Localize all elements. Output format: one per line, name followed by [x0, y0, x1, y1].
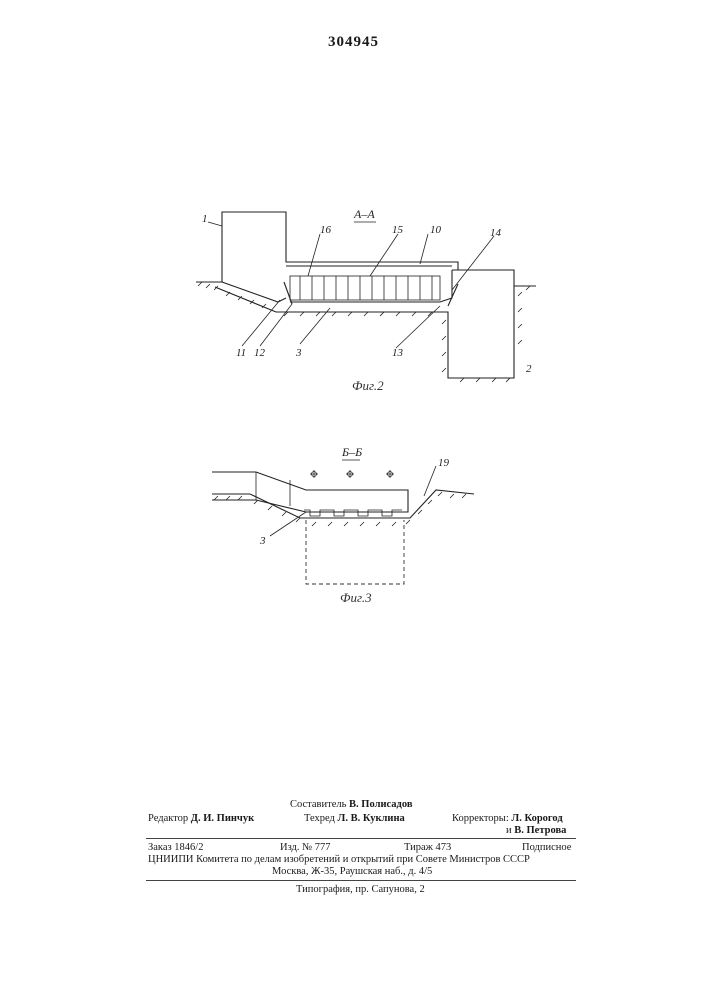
corrector-2-line: и В. Петрова — [506, 825, 566, 836]
techred-line: Техред Л. В. Куклина — [304, 813, 405, 824]
edition-number: Изд. № 777 — [280, 842, 331, 853]
printer: Типография, пр. Сапунова, 2 — [296, 884, 425, 895]
compiler-prefix: Составитель — [290, 799, 346, 810]
callout-3-fig3: 3 — [259, 535, 266, 547]
section-label-b: Б–Б — [341, 445, 362, 459]
institute: ЦНИИПИ Комитета по делам изобретений и о… — [148, 854, 530, 865]
techred-prefix: Техред — [304, 813, 335, 824]
correctors-prefix: Корректоры: — [452, 813, 509, 824]
compiler-name: В. Полисадов — [349, 799, 412, 810]
editor-prefix: Редактор — [148, 813, 188, 824]
compiler-line: Составитель В. Полисадов — [290, 799, 413, 810]
subscription: Подписное — [522, 842, 571, 853]
figure-3-caption: Фиг.3 — [340, 590, 372, 605]
rule-top — [146, 838, 576, 839]
circulation: Тираж 473 — [404, 842, 451, 853]
techred-name: Л. В. Куклина — [338, 813, 405, 824]
callout-19: 19 — [438, 457, 450, 469]
rule-bottom — [146, 880, 576, 881]
correctors-line: Корректоры: Л. Корогод — [452, 813, 563, 824]
corrector-1: Л. Корогод — [511, 813, 562, 824]
editor-name: Д. И. Пинчук — [191, 813, 254, 824]
corrector-2: В. Петрова — [514, 825, 566, 836]
order-number: Заказ 1846/2 — [148, 842, 203, 853]
figure-3-drawing: Б–Б 19 3 Фиг.3 — [0, 0, 707, 640]
address: Москва, Ж-35, Раушская наб., д. 4/5 — [272, 866, 432, 877]
corrector-2-prefix: и — [506, 825, 512, 836]
editor-line: Редактор Д. И. Пинчук — [148, 813, 254, 824]
